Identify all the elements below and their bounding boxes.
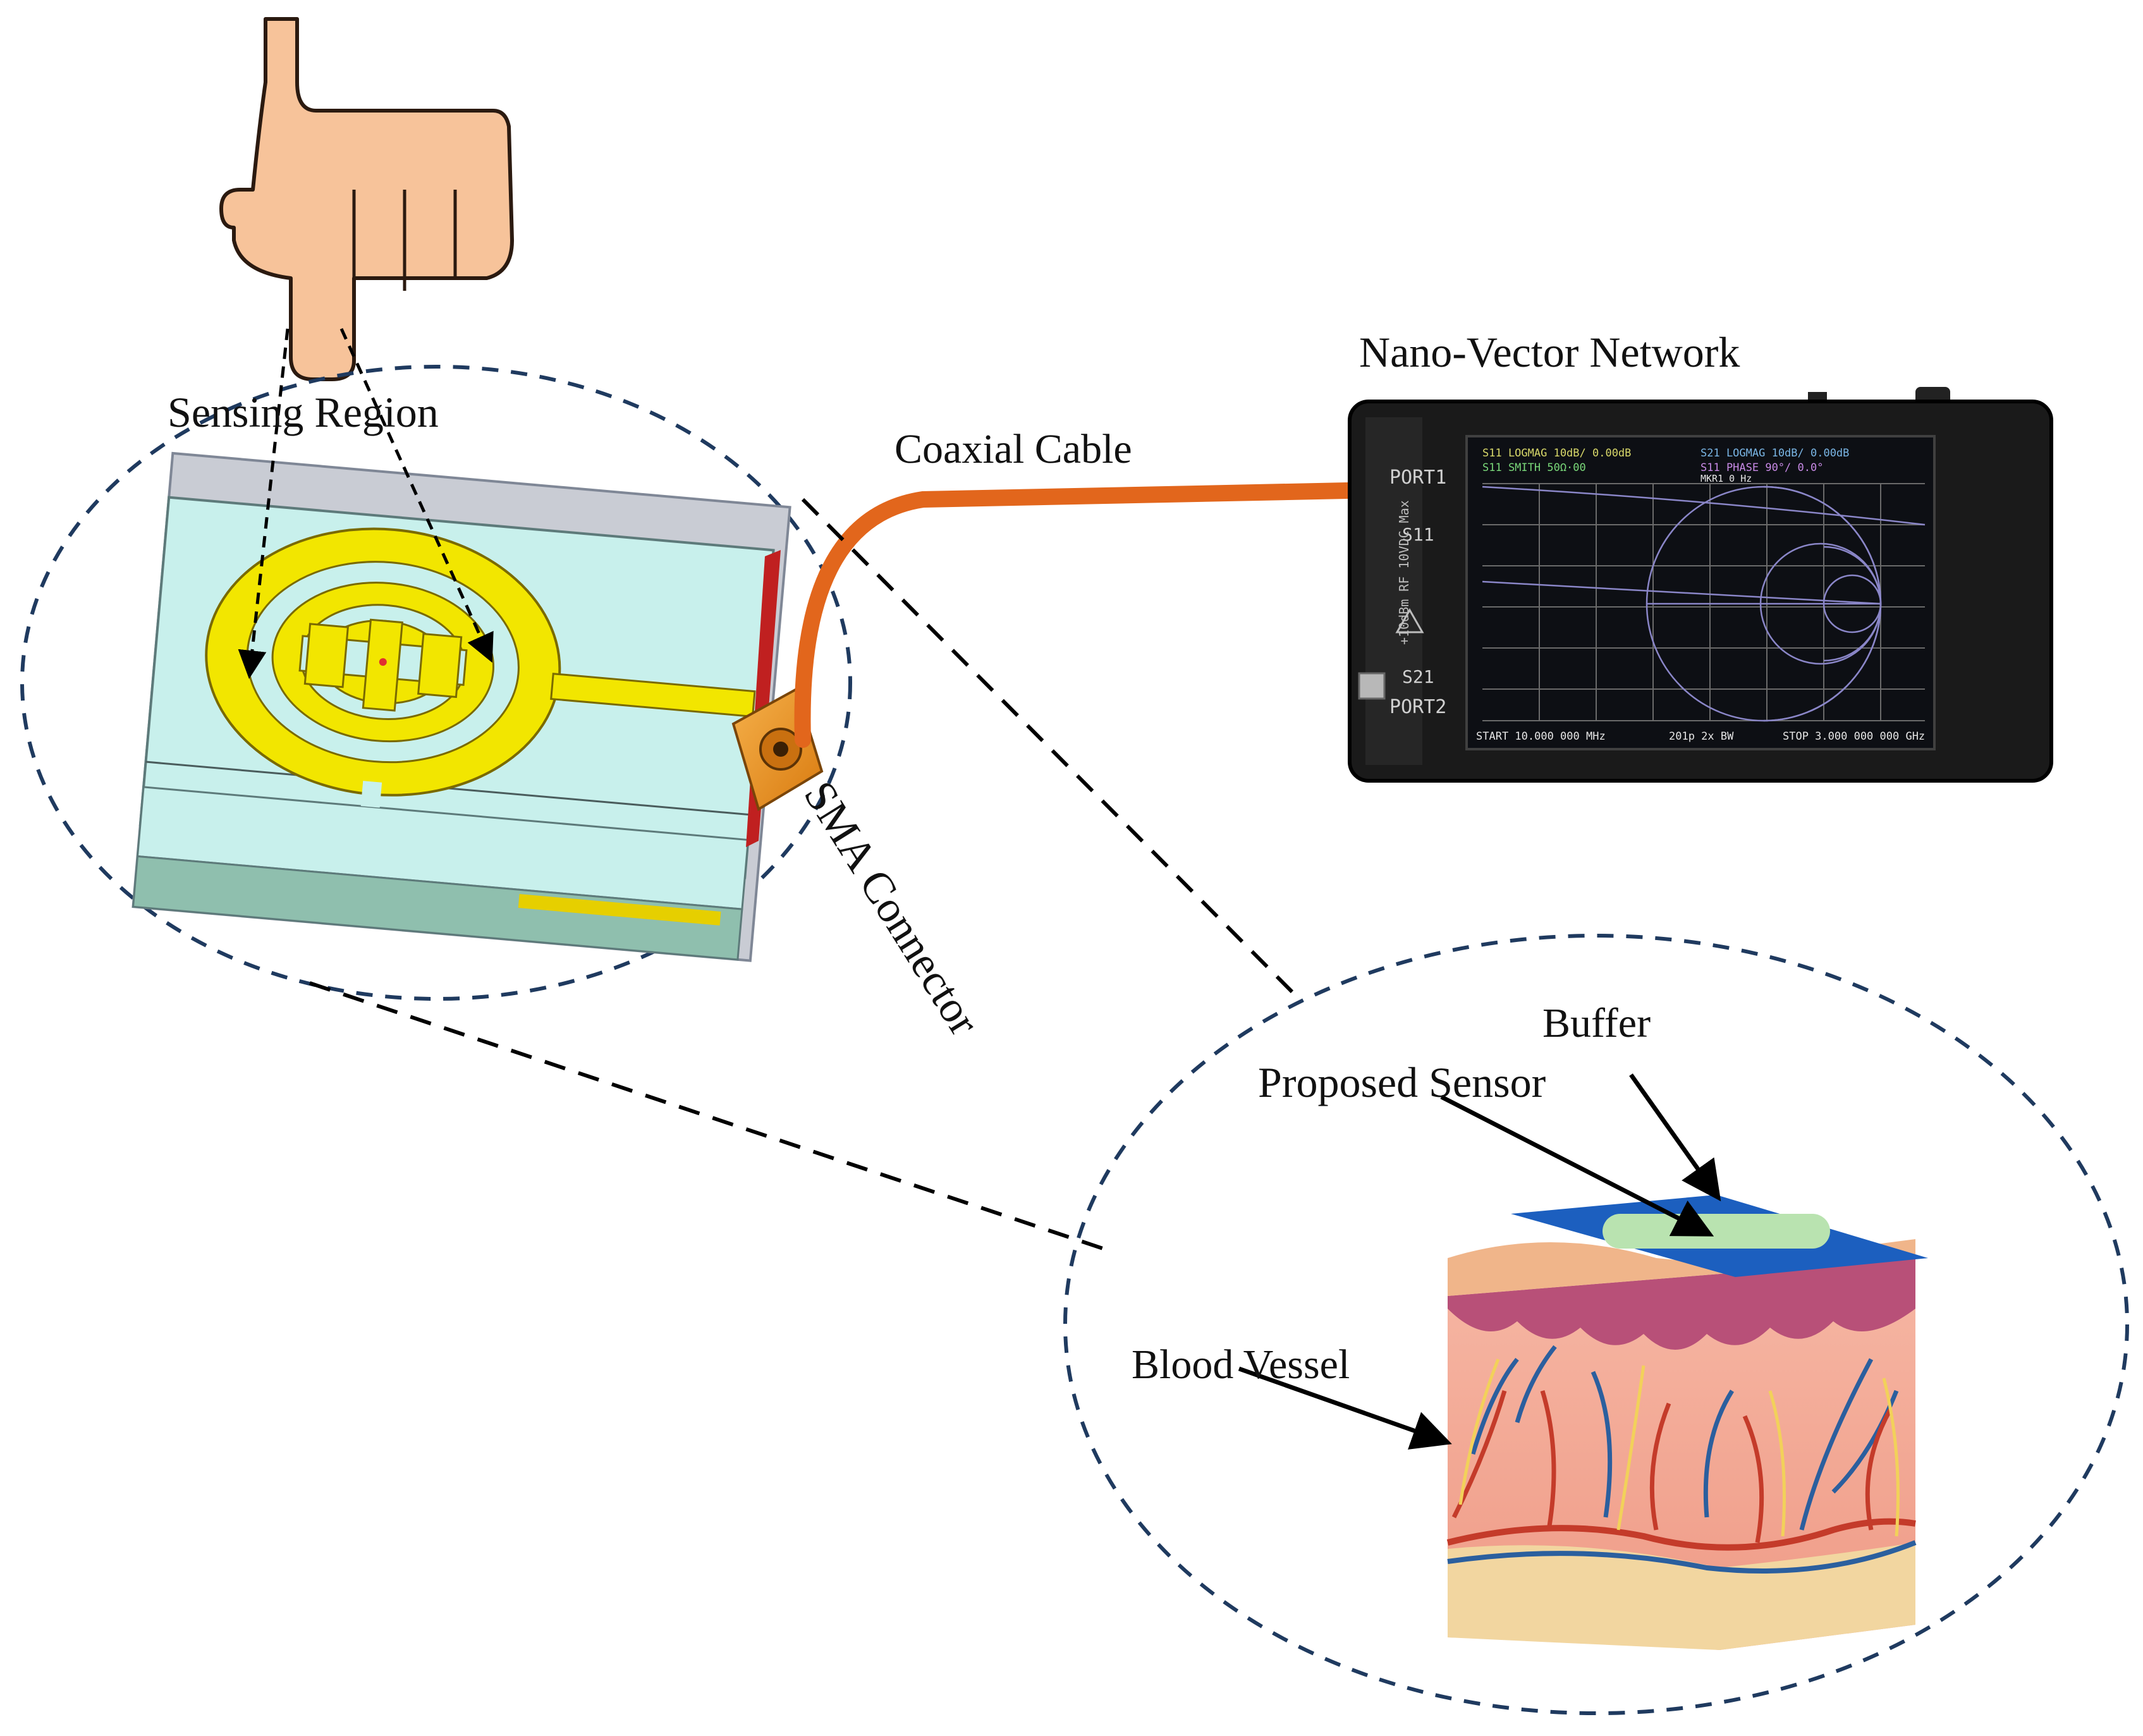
proposed-sensor-label: Proposed Sensor — [1258, 1058, 1546, 1106]
s21-label: S21 — [1402, 666, 1434, 687]
sensing-arrows — [238, 327, 494, 679]
coaxial-cable-label: Coaxial Cable — [894, 426, 1132, 472]
sensor-zoom-circle — [20, 365, 852, 1001]
resonator-pattern — [205, 527, 756, 808]
blood-vessel-label: Blood Vessel — [1132, 1342, 1350, 1388]
vna-trace1: S11 LOGMAG 10dB/ 0.00dB — [1482, 447, 1631, 460]
zoom-connector-lines — [309, 498, 1304, 1250]
coaxial-cable — [794, 482, 1386, 748]
tissue-label-arrows — [1238, 1073, 1721, 1450]
vna-trace4: S11 PHASE 90°/ 0.0° — [1700, 462, 1823, 474]
nano-vna-device: PORT1 S11 +10dBm RF 10VDC Max S21 PORT2 — [1348, 387, 2053, 783]
vna-marker: MKR1 0 Hz — [1700, 473, 1752, 484]
s11-label: S11 — [1402, 524, 1434, 545]
vna-trace3: S21 LOGMAG 10dB/ 0.00dB — [1700, 447, 1849, 460]
vna-grid — [1482, 483, 1925, 721]
port2-connector-icon — [1358, 672, 1386, 700]
skin-tissue-illustration — [1446, 1239, 1917, 1650]
vna-points: 201p 2x BW — [1669, 730, 1734, 743]
sensing-region-label: Sensing Region — [168, 388, 439, 436]
pointing-hand-icon — [219, 17, 514, 381]
port1-label: PORT1 — [1389, 467, 1446, 489]
proposed-sensor-patch — [1603, 1214, 1830, 1249]
vna-screen — [1465, 435, 1936, 750]
tissue-zoom-circle — [1063, 934, 2129, 1715]
vna-side-text: +10dBm RF 10VDC Max — [1396, 500, 1412, 645]
sma-connector-label: SMA Connector — [794, 773, 988, 1044]
sensor-board — [131, 451, 791, 962]
smith-chart — [1482, 486, 1926, 722]
nano-vector-network-label: Nano-Vector Network — [1359, 328, 1740, 376]
vna-stop: STOP 3.000 000 000 GHz — [1783, 730, 1925, 743]
port2-label: PORT2 — [1389, 696, 1446, 718]
warning-icon — [1395, 608, 1424, 633]
buffer-label: Buffer — [1542, 1000, 1651, 1046]
vna-trace2: S11 SMITH 50Ω·00 — [1482, 462, 1586, 474]
vna-start: START 10.000 000 MHz — [1476, 730, 1606, 743]
